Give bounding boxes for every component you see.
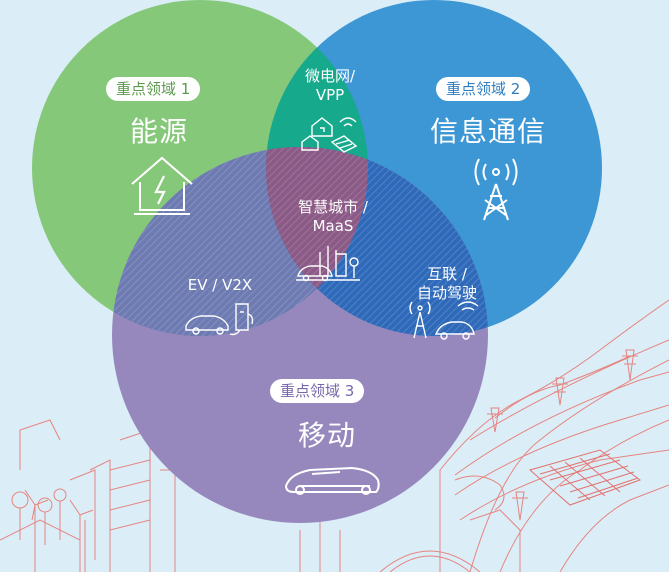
overlap-center-line1: 智慧城市 / [298,198,368,216]
domain-1-tag: 重点领域 1 [106,77,201,101]
ev-charging-icon [185,303,254,336]
overlap-energy-mobility: EV / V2X [172,276,268,295]
domain-2-tag: 重点领域 2 [436,77,531,101]
overlap-ict-mobility-line2: 自动驾驶 [416,284,477,302]
cell-tower-icon [474,158,518,221]
car-icon [284,466,380,495]
domain-3-tag: 重点领域 3 [270,379,365,403]
smart-city-icon [296,246,360,282]
overlap-energy-ict-line2: VPP [315,86,345,104]
city-line-art [0,299,669,572]
overlap-ict-mobility: 互联 / 自动驾驶 [402,265,492,303]
domain-2-title: 信息通信 [430,115,547,148]
overlap-energy-ict-line1: 微电网/ [304,67,356,85]
overlap-energy-mobility-line1: EV / V2X [187,276,253,294]
overlap-center: 智慧城市 / MaaS [278,198,388,236]
domain-1-title: 能源 [130,115,189,148]
domain-3-title: 移动 [298,419,357,452]
overlap-ict-mobility-line1: 互联 / [427,265,467,283]
microgrid-icon [301,117,358,153]
overlap-center-line2: MaaS [312,217,354,235]
house-energy-icon [131,156,193,215]
overlap-energy-ict: 微电网/ VPP [290,67,370,105]
connected-car-icon [409,301,479,340]
